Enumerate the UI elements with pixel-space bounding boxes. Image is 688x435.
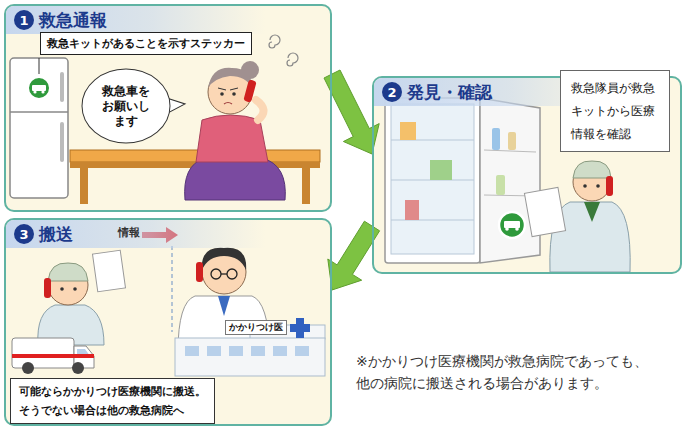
step-number: 1 — [14, 10, 34, 30]
paramedic-figure — [38, 250, 126, 345]
bubble-ellipse — [82, 69, 170, 143]
box-text: 救急車をお願いします — [101, 84, 151, 129]
speech-bubble: 救急車をお願いします — [81, 68, 171, 144]
note-box: 可能ならかかりつけ医療機関に搬送。そうでない場合は他の救急病院へ — [10, 378, 215, 424]
panel-header: 3搬送 — [6, 220, 330, 248]
kit-sticker — [28, 77, 50, 99]
callout-box: 救急隊員が救急キットから医療情報を確認 — [560, 70, 670, 152]
flow-arrow — [324, 70, 379, 154]
fridge — [10, 58, 68, 198]
step-title: 発見・確認 — [407, 82, 492, 102]
woman-figure — [185, 61, 286, 200]
open-fridge — [385, 98, 540, 263]
step-title: 搬送 — [39, 224, 73, 244]
step-number: 2 — [382, 82, 402, 102]
box-text: 救急隊員が救急キットから医療情報を確認 — [571, 77, 659, 145]
step-panel: 3搬送可能ならかかりつけ医療機関に搬送。そうでない場合は他の救急病院へ かかりつけ… — [4, 218, 332, 426]
step-title: 救急通報 — [39, 10, 107, 30]
ambulance — [12, 338, 94, 374]
table — [70, 150, 320, 204]
step-panel: 2発見・確認 救急隊員が救急キットから医療情報を確認 — [372, 76, 682, 274]
panel-ground — [372, 76, 682, 274]
footnote: ※かかりつけ医療機関が救急病院であっても、他の病院に搬送される場合があります。 — [356, 350, 656, 395]
box-text: 救急キットがあることを示すステッカー — [47, 36, 245, 51]
callout-box: 救急キットがあることを示すステッカー — [40, 32, 252, 55]
box-text: 可能ならかかりつけ医療機関に搬送。 — [19, 382, 206, 401]
step-number: 3 — [14, 224, 34, 244]
kit-sticker — [499, 212, 525, 238]
panel-ground — [4, 4, 332, 212]
box-text: そうでない場合は他の救急病院へ — [19, 401, 206, 420]
panel-header: 1救急通報 — [6, 6, 330, 34]
arrow-label: 情報 — [118, 226, 140, 239]
panel-ground — [4, 218, 332, 426]
hospital — [175, 318, 325, 376]
step-panel: 1救急通報救急キットがあることを示すステッカー救急車をお願いします — [4, 4, 332, 212]
box-text: かかりつけ医 — [229, 322, 283, 333]
divider-line — [171, 246, 173, 332]
paramedic-figure — [524, 161, 630, 272]
bubble-text-group: 救急車をお願いします — [101, 84, 151, 129]
leader-line — [39, 58, 40, 74]
worry-marks — [269, 35, 298, 66]
name-tag: かかりつけ医 — [225, 320, 287, 335]
